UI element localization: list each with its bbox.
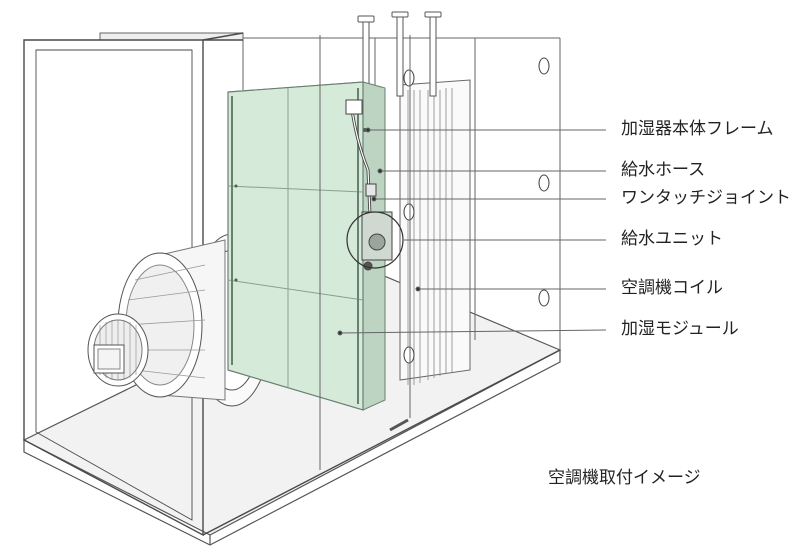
front-door-edges xyxy=(319,35,411,470)
coil-pipes xyxy=(357,11,442,97)
label-frame: 加湿器本体フレーム xyxy=(621,119,774,139)
coil xyxy=(399,79,471,385)
label-unit: 給水ユニット xyxy=(621,229,723,249)
label-module: 加湿モジュール xyxy=(621,319,739,339)
leader-lines xyxy=(337,127,607,336)
label-hose: 給水ホース xyxy=(621,160,706,180)
enclosure-frame xyxy=(23,32,561,537)
water-supply xyxy=(345,99,404,271)
humidifier-module xyxy=(227,81,386,411)
door-handles xyxy=(403,57,550,364)
label-joint: ワンタッチジョイント xyxy=(621,188,791,208)
label-coil: 空調機コイル xyxy=(621,278,723,298)
figure-caption: 空調機取付イメージ xyxy=(548,468,701,488)
